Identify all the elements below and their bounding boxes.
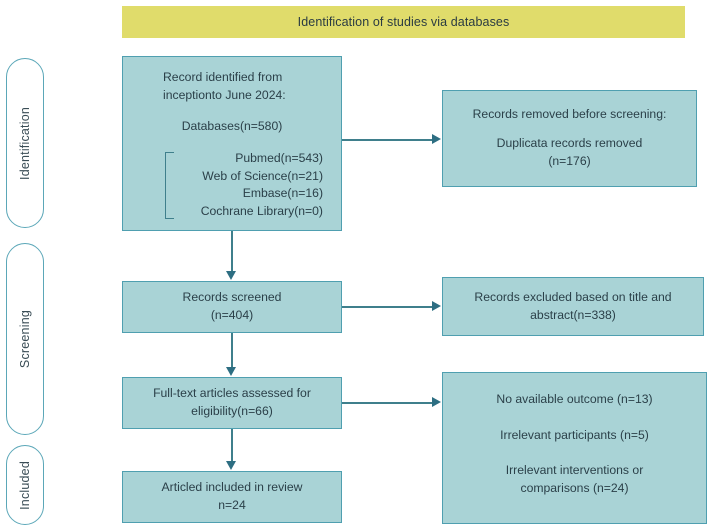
arrowhead-screened-to-excluded bbox=[432, 301, 441, 311]
stage-label-included: Included bbox=[18, 460, 32, 510]
exclusion-reason-3-line1: Irrelevant interventions or bbox=[505, 463, 644, 478]
connector-identified-to-screened bbox=[231, 231, 233, 273]
exclusion-reason-3-line2: comparisons (n=24) bbox=[520, 481, 629, 496]
list-item: Pubmed(n=543) bbox=[235, 151, 323, 166]
arrowhead-fulltext-to-included bbox=[226, 461, 236, 470]
stage-label-screening: Screening bbox=[18, 309, 32, 369]
connector-screened-to-excluded bbox=[342, 306, 434, 308]
connector-screened-to-fulltext bbox=[231, 333, 233, 369]
box-fulltext-assessed: Full-text articles assessed for eligibil… bbox=[122, 377, 342, 429]
arrowhead-identified-to-removed bbox=[432, 134, 441, 144]
exclusion-reason-3: Irrelevant interventions or comparisons … bbox=[506, 462, 644, 497]
records-removed-line1: Records removed before screening: bbox=[472, 107, 667, 122]
database-source-group: Pubmed(n=543) Web of Science(n=21) Embas… bbox=[133, 150, 331, 221]
fulltext-line2: eligibility(n=66) bbox=[191, 404, 273, 418]
box-records-screened: Records screened (n=404) bbox=[122, 281, 342, 333]
list-item: Web of Science(n=21) bbox=[202, 168, 323, 183]
records-excluded-line1: Records excluded based on title and bbox=[474, 289, 672, 304]
records-screened-line2: (n=404) bbox=[210, 308, 254, 322]
banner-title: Identification of studies via databases bbox=[297, 15, 510, 29]
bracket-icon bbox=[165, 152, 174, 219]
arrowhead-fulltext-to-reasons bbox=[432, 397, 441, 407]
records-removed-line3: (n=176) bbox=[548, 153, 591, 168]
exclusion-reason-1: No available outcome (n=13) bbox=[496, 392, 653, 406]
stage-pill-screening: Screening bbox=[6, 243, 44, 435]
records-identified-heading: Record identified from inceptionto June … bbox=[133, 69, 331, 104]
stage-pill-identification: Identification bbox=[6, 58, 44, 228]
fulltext-line1: Full-text articles assessed for bbox=[153, 386, 311, 401]
included-line1: Articled included in review bbox=[161, 480, 303, 495]
box-exclusion-reasons: No available outcome (n=13) Irrelevant p… bbox=[442, 372, 707, 524]
records-removed-line2: Duplicata records removed bbox=[496, 136, 643, 151]
arrowhead-identified-to-screened bbox=[226, 271, 236, 280]
diagram-banner: Identification of studies via databases bbox=[122, 6, 685, 38]
exclusion-reason-2: Irrelevant participants (n=5) bbox=[500, 427, 649, 442]
records-identified-line1: Record identified from bbox=[163, 70, 283, 84]
connector-fulltext-to-included bbox=[231, 429, 233, 463]
records-excluded-line2: abstract(n=338) bbox=[530, 307, 616, 322]
box-articles-included: Articled included in review n=24 bbox=[122, 471, 342, 523]
included-line2: n=24 bbox=[218, 498, 246, 512]
connector-fulltext-to-reasons bbox=[342, 402, 434, 404]
connector-identified-to-removed bbox=[342, 139, 434, 141]
list-item: Embase(n=16) bbox=[242, 186, 323, 201]
box-records-identified: Record identified from inceptionto June … bbox=[122, 56, 342, 231]
databases-total: Databases(n=580) bbox=[181, 119, 283, 134]
list-item: Cochrane Library(n=0) bbox=[200, 204, 323, 219]
database-source-list: Pubmed(n=543) Web of Science(n=21) Embas… bbox=[147, 150, 331, 221]
records-screened-line1: Records screened bbox=[182, 290, 282, 305]
records-identified-line2: inceptionto June 2024: bbox=[163, 87, 286, 102]
stage-label-identification: Identification bbox=[18, 106, 32, 180]
box-records-excluded: Records excluded based on title and abst… bbox=[442, 277, 704, 336]
stage-pill-included: Included bbox=[6, 445, 44, 525]
arrowhead-screened-to-fulltext bbox=[226, 367, 236, 376]
box-records-removed: Records removed before screening: Duplic… bbox=[442, 90, 697, 187]
